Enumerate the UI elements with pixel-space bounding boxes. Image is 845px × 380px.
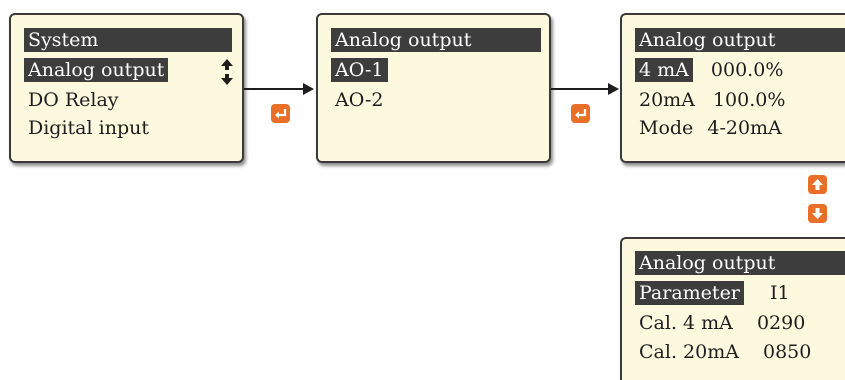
row-value: 4-20mA <box>707 117 782 139</box>
row-value: I1 <box>769 282 790 304</box>
ao-select-screen: Analog output AO-1 AO-2 <box>316 13 551 163</box>
enter-key-icon <box>575 109 587 119</box>
menu-item-digital-input[interactable]: Digital input <box>24 116 149 140</box>
row-label: Cal. 20mA <box>639 341 739 363</box>
up-down-arrows-icon <box>221 59 233 85</box>
menu-item-ao-2[interactable]: AO-2 <box>331 88 384 112</box>
up-arrow-icon <box>812 179 823 190</box>
cal-row-parameter[interactable]: Parameter I1 <box>635 281 790 305</box>
menu-item-do-relay[interactable]: DO Relay <box>24 88 119 112</box>
flow-arrow-line <box>551 88 609 90</box>
down-button[interactable] <box>808 204 827 223</box>
menu-item-label: DO Relay <box>28 89 119 111</box>
screen-header: System <box>24 28 232 52</box>
menu-item-label: Analog output <box>24 58 169 82</box>
menu-item-ao-1[interactable]: AO-1 <box>331 58 388 82</box>
screen-header: Analog output <box>331 28 541 52</box>
system-menu-screen: System Analog output DO Relay Digital in… <box>9 13 244 163</box>
range-row-20ma[interactable]: 20mA 100.0% <box>635 88 785 112</box>
cal-row-20ma[interactable]: Cal. 20mA 0850 <box>635 340 811 364</box>
row-value: 0290 <box>756 312 806 334</box>
screen-header: Analog output <box>635 28 845 52</box>
range-row-4ma[interactable]: 4 mA 000.0% <box>635 58 783 82</box>
ao-range-screen: Analog output 4 mA 000.0% 20mA 100.0% Mo… <box>620 13 845 163</box>
flow-arrow-line <box>244 88 304 90</box>
enter-button[interactable] <box>571 104 590 123</box>
row-label: Parameter <box>635 281 744 305</box>
enter-button[interactable] <box>271 104 290 123</box>
row-label: Cal. 4 mA <box>639 312 733 334</box>
menu-item-label: AO-2 <box>335 89 384 111</box>
row-label: Mode <box>639 117 694 139</box>
menu-item-label: AO-1 <box>331 58 388 82</box>
cal-row-4ma[interactable]: Cal. 4 mA 0290 <box>635 311 805 335</box>
up-button[interactable] <box>808 175 827 194</box>
flow-arrow-head <box>303 83 314 95</box>
row-value: 000.0% <box>710 59 784 81</box>
screen-header: Analog output <box>635 251 845 275</box>
row-label: 20mA <box>639 89 695 111</box>
row-value: 100.0% <box>712 89 786 111</box>
ao-calibration-screen: Analog output Parameter I1 Cal. 4 mA 029… <box>620 237 845 380</box>
flow-arrow-head <box>608 83 619 95</box>
menu-item-label: Digital input <box>28 117 149 139</box>
menu-item-analog-output[interactable]: Analog output <box>24 58 169 82</box>
down-arrow-icon <box>812 208 823 219</box>
range-row-mode[interactable]: Mode 4-20mA <box>635 116 782 140</box>
enter-key-icon <box>275 109 287 119</box>
row-label: 4 mA <box>635 58 693 82</box>
row-value: 0850 <box>762 341 812 363</box>
